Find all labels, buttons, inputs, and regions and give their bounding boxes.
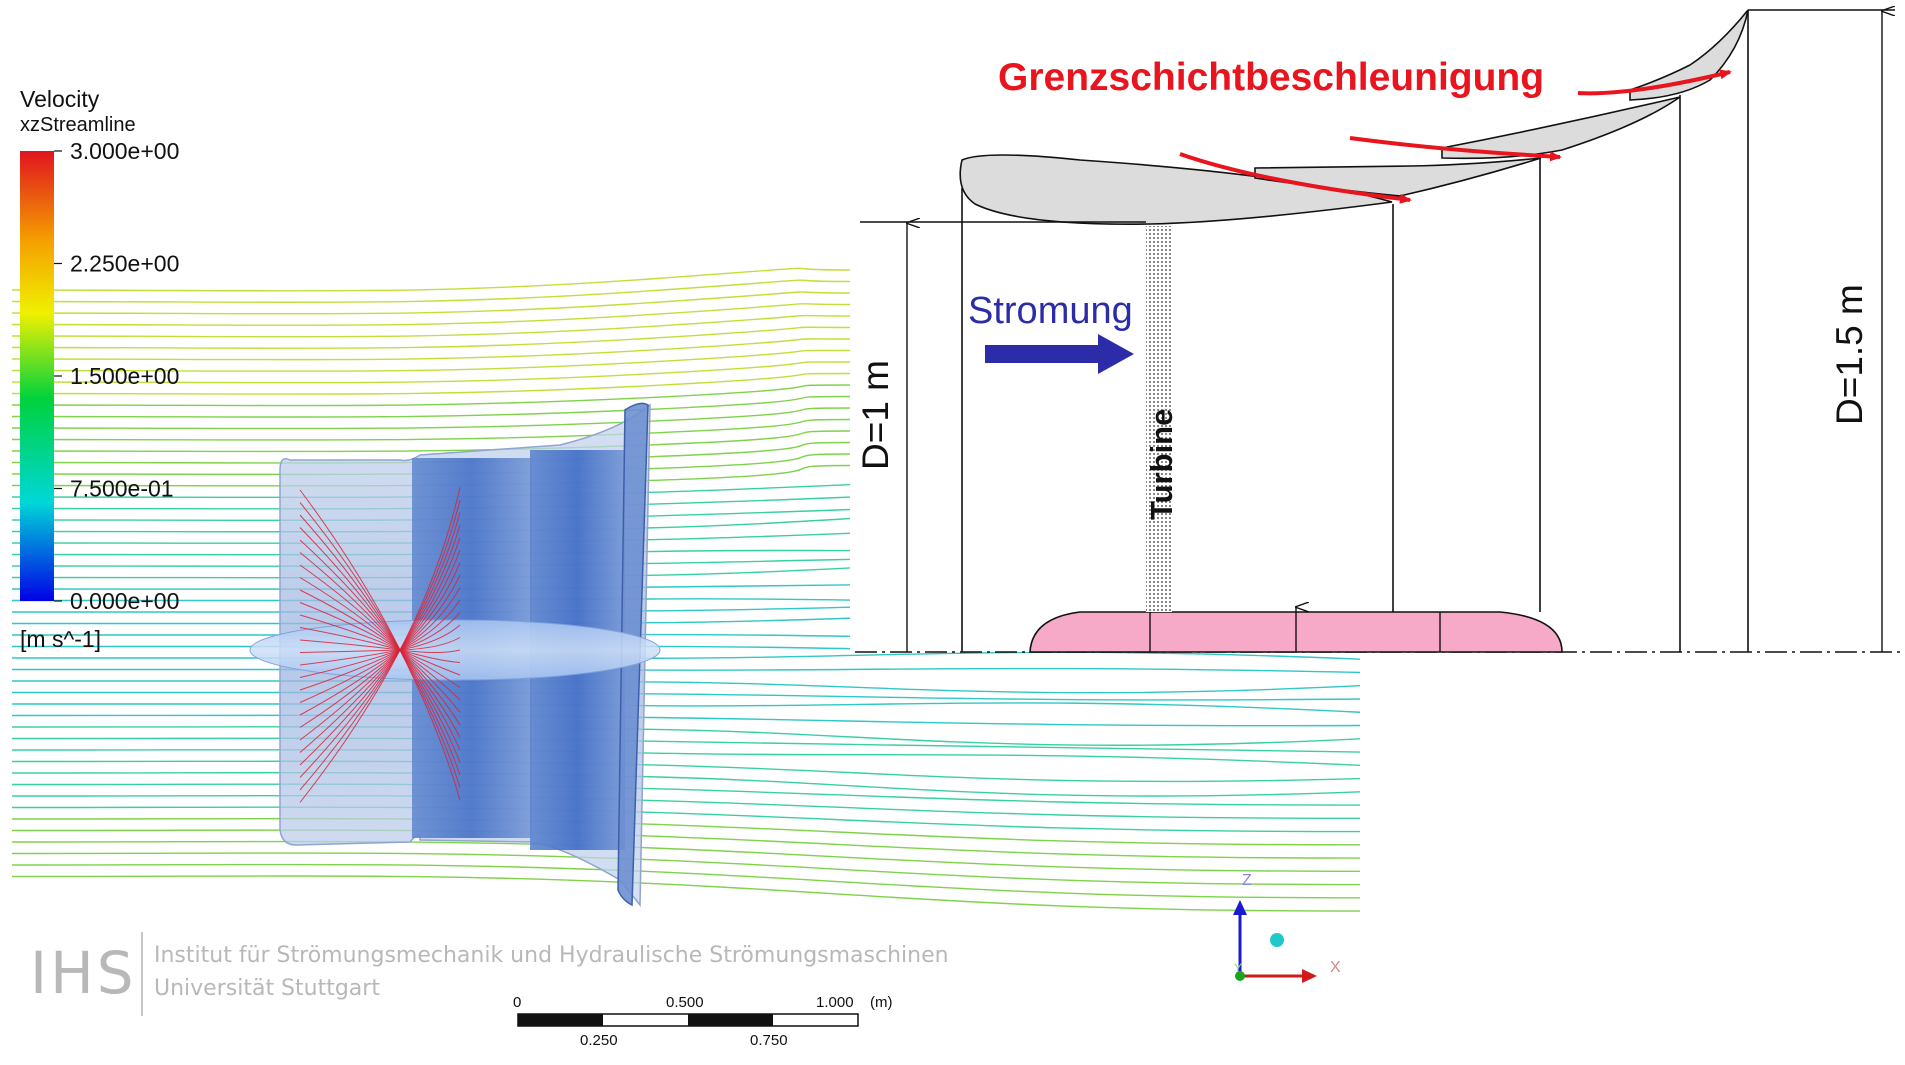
- scale-label-0500: 0.500: [666, 994, 704, 1011]
- streamline: [11, 267, 851, 292]
- streamline: [11, 840, 1361, 873]
- streamline: [11, 702, 1361, 713]
- streamline: [11, 737, 1361, 753]
- streamline: [11, 407, 851, 430]
- streamline: [11, 651, 1361, 660]
- logo-institute: Institut für Strömungsmechanik und Hydra…: [154, 943, 949, 968]
- ihs-logo: IHS Institut für Strömungsmechanik und H…: [30, 932, 949, 1016]
- bl-arrow-3: [1577, 69, 1732, 96]
- legend-tick-label: 3.000e+00: [70, 138, 179, 164]
- y-axis-dot: [1235, 971, 1245, 981]
- blade-line: [299, 627, 461, 663]
- streamline: [11, 430, 851, 453]
- scale-label-0750: 0.750: [750, 1032, 788, 1049]
- streamline: [11, 667, 1361, 674]
- streamline: [11, 349, 851, 372]
- turbine-label: Turbine: [1144, 409, 1179, 520]
- duct-render: [249, 402, 661, 908]
- legend-tick-label: 1.500e+00: [70, 363, 179, 389]
- streamline: [11, 691, 1361, 701]
- streamline: [11, 291, 851, 315]
- streamline: [11, 714, 1361, 727]
- streamline: [11, 303, 851, 326]
- flow-label: Stromung: [968, 290, 1133, 332]
- axis-triad: Z X Y: [1233, 872, 1341, 983]
- streamline: [11, 783, 1361, 806]
- streamline: [11, 361, 851, 384]
- streamline: [11, 326, 851, 349]
- streamline: [11, 817, 1361, 846]
- scale-bar: 0 0.500 1.000 (m) 0.250 0.750: [513, 994, 893, 1049]
- streamline: [11, 749, 1361, 766]
- turbine-plane: [1146, 226, 1172, 612]
- streamline: [11, 680, 1361, 694]
- outlet-diameter-label: D=1.5 m: [1829, 284, 1870, 425]
- diagram-title: Grenzschichtbeschleunigung: [998, 56, 1544, 99]
- legend-variable: Velocity: [20, 86, 100, 112]
- streamline: [11, 384, 851, 407]
- legend-location: xzStreamline: [20, 114, 136, 136]
- scale-unit: (m): [870, 994, 893, 1011]
- streamline: [11, 875, 1361, 912]
- duct-schematic: Turbine D=1 m D=1.5 m Stromung Grenzschi…: [855, 10, 1900, 653]
- streamline: [11, 338, 851, 361]
- blade-line: [299, 637, 461, 653]
- streamline: [11, 372, 851, 395]
- scale-label-1000: 1.000: [816, 994, 854, 1011]
- legend-colorbar: [20, 151, 54, 601]
- z-axis-label: Z: [1242, 872, 1252, 889]
- turbine-blade-lines: [299, 487, 461, 803]
- bl-arrow-1: [1179, 152, 1412, 204]
- streamline: [11, 852, 1361, 886]
- shroud-airfoil-1: [959, 154, 1393, 225]
- y-axis-label: Y: [1234, 961, 1242, 975]
- x-axis-label: X: [1330, 959, 1341, 976]
- legend-tick-label: 2.250e+00: [70, 251, 179, 277]
- flow-arrow: [985, 334, 1134, 374]
- blade-line: [299, 487, 461, 803]
- bl-arrow-2: [1349, 136, 1562, 162]
- logo-university: Universität Stuttgart: [154, 976, 380, 1001]
- legend-tick-label: 7.500e-01: [70, 476, 174, 502]
- legend-ticks: 3.000e+00 2.250e+00 1.500e+00 7.500e-01 0.00…: [54, 138, 179, 614]
- inlet-diameter-label: D=1 m: [855, 360, 896, 470]
- streamline: [11, 772, 1361, 797]
- scale-label-0: 0: [513, 994, 521, 1011]
- logo-abbr: IHS: [30, 939, 137, 1007]
- streamline: [11, 314, 851, 338]
- streamline: [11, 418, 851, 441]
- legend-unit: [m s^-1]: [20, 626, 101, 652]
- streamline: [11, 760, 1361, 783]
- scale-label-0250: 0.250: [580, 1032, 618, 1049]
- blade-line: [299, 639, 461, 653]
- streamline: [11, 726, 1361, 746]
- streamline: [11, 829, 1361, 859]
- streamline: [11, 794, 1361, 820]
- view-ball: [1270, 933, 1284, 947]
- streamline: [11, 395, 851, 418]
- streamline: [11, 279, 851, 304]
- shroud-airfoil-3: [1441, 96, 1681, 160]
- velocity-legend: Velocity xzStreamline 3.000e+00 2.250e+00…: [20, 86, 179, 652]
- legend-tick-label: 0.000e+00: [70, 588, 179, 614]
- streamline: [11, 863, 1361, 899]
- streamline: [11, 806, 1361, 833]
